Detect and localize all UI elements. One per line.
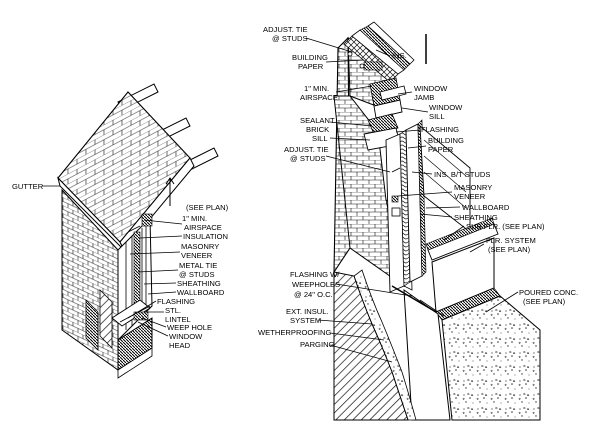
window-opening <box>99 289 113 349</box>
label-window-jamb-2: JAMB <box>414 93 434 102</box>
label-wetherproofing: WETHERPROOFING <box>258 328 331 337</box>
label-insulation: INSULATION <box>183 232 228 241</box>
label-wallboard-right: WALLBOARD <box>462 203 510 212</box>
left-labels: GUTTER (SEE PLAN) 1" MIN. AIRSPACE INSUL… <box>12 182 229 350</box>
label-sub-flr: SUB FLR. (SEE PLAN) <box>466 222 545 231</box>
label-weep-hole: WEEP HOLE <box>167 323 212 332</box>
label-stl-1: STL. <box>165 306 181 315</box>
label-stl-2: LINTEL <box>165 315 191 324</box>
label-window-sill-2: SILL <box>429 112 445 121</box>
label-airspace-1: 1" MIN. <box>182 214 207 223</box>
label-adjust-tie-mid-1: ADJUST. TIE <box>284 145 329 154</box>
label-flashing: FLASHING <box>157 297 195 306</box>
label-ext-insul-1: EXT. INSUL. <box>286 307 329 316</box>
label-see-plan: (SEE PLAN) <box>186 203 229 212</box>
label-poured-conc-1: POURED CONC. <box>519 288 578 297</box>
label-flashing-right: FLASHING <box>421 125 459 134</box>
label-flashing-weep-3: @ 24" O.C. <box>294 290 333 299</box>
label-wallboard: WALLBOARD <box>177 288 225 297</box>
label-sealant-2: BRICK <box>306 125 329 134</box>
label-adjust-tie-mid-2: @ STUDS <box>290 154 326 163</box>
label-airspace-2: AIRSPACE <box>184 223 222 232</box>
label-min-airspace-2: AIRSPACE <box>300 93 338 102</box>
label-flr-system-1: FLR. SYSTEM <box>486 236 536 245</box>
label-metal-tie-1: METAL TIE <box>179 261 217 270</box>
wall-layers-top <box>343 21 415 83</box>
steel-lintel <box>111 299 151 327</box>
label-flr-system-2: (SEE PLAN) <box>488 245 531 254</box>
label-poured-conc-2: (SEE PLAN) <box>523 297 566 306</box>
label-sheathing: SHEATHING <box>177 279 221 288</box>
label-masonry-2: VENEER <box>181 251 213 260</box>
label-parging: PARGING <box>300 340 335 349</box>
label-masonry-1: MASONRY <box>454 183 492 192</box>
label-window-jamb-1: WINDOW <box>414 84 448 93</box>
left-house-detail <box>57 83 219 379</box>
label-sheathing-right: SHEATHING <box>454 213 498 222</box>
vertical-wall-layers <box>385 119 471 293</box>
label-min-airspace-1: 1" MIN. <box>304 84 329 93</box>
label-sealant-3: SILL <box>312 134 328 143</box>
right-labels: ADJUST. TIE @ STUDS BUILDING PAPER INS. … <box>258 25 578 363</box>
label-gutter: GUTTER <box>12 182 44 191</box>
label-ext-insul-2: SYSTEM <box>290 316 321 325</box>
label-adjust-tie-top-1: ADJUST. TIE <box>263 25 308 34</box>
label-flashing-weep-2: WEEPHOLES <box>292 280 340 289</box>
label-sealant-1: SEALANT <box>300 116 335 125</box>
label-building-paper-top-1: BUILDING <box>292 53 328 62</box>
label-ins: INS. <box>392 51 407 60</box>
label-flashing-weep-1: FLASHING W/ <box>290 270 340 279</box>
label-metal-tie-2: @ STUDS <box>179 270 215 279</box>
label-window-sill-1: WINDOW <box>429 103 463 112</box>
soil-grade <box>333 271 409 421</box>
label-adjust-tie-top-2: @ STUDS <box>272 34 308 43</box>
label-window-head-2: HEAD <box>169 341 191 350</box>
window-jamb-sill <box>363 77 407 151</box>
label-ins-bt-studs: INS. B/T STUDS <box>434 170 490 179</box>
label-masonry-2: VENEER <box>454 192 486 201</box>
label-building-paper-2: PAPER <box>428 145 454 154</box>
label-building-paper-top-2: PAPER <box>298 62 324 71</box>
label-window-head-1: WINDOW <box>169 332 203 341</box>
right-wall-section <box>333 21 541 421</box>
label-building-paper-1: BUILDING <box>428 136 464 145</box>
label-masonry-1: MASONRY <box>181 242 219 251</box>
